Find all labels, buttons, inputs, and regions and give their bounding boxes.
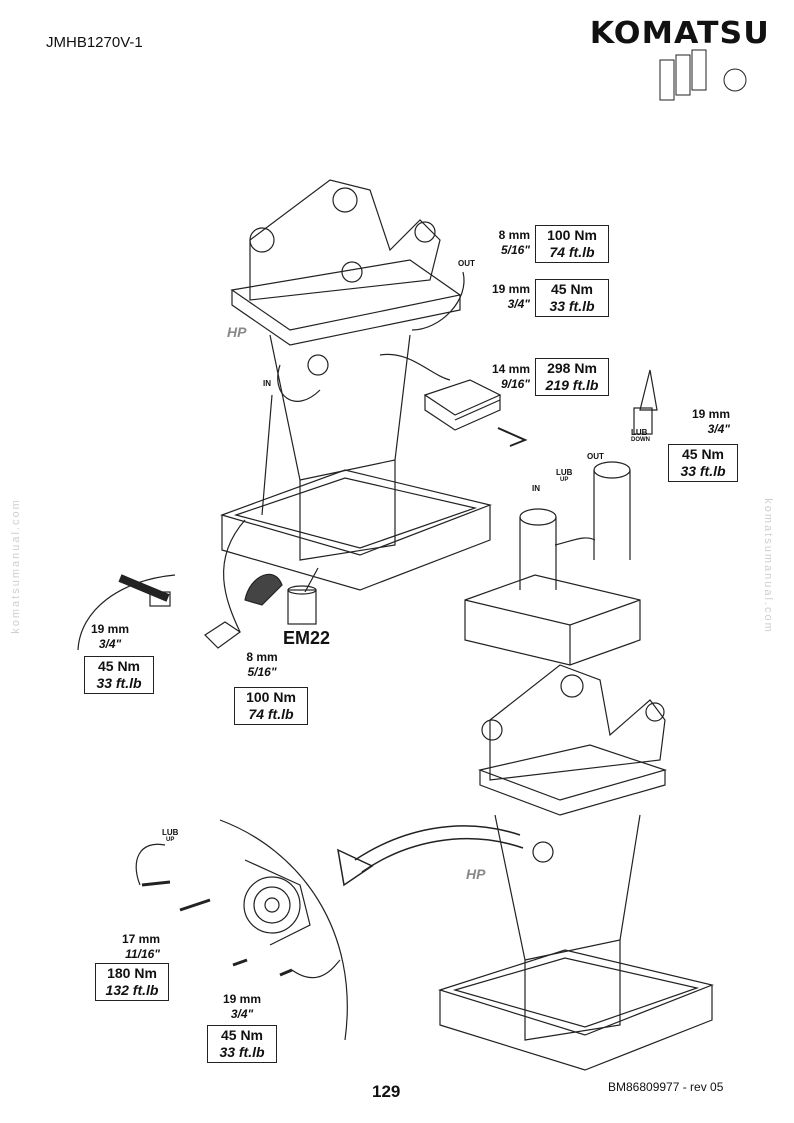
label-lub-down: LUB	[631, 428, 648, 437]
label-up-manifold: UP	[560, 477, 569, 483]
label-lub-lower: LUB	[162, 828, 179, 837]
document-reference: BM86809977 - rev 05	[608, 1080, 724, 1094]
valve-block-drawing	[379, 271, 528, 447]
curved-arrow	[337, 825, 524, 887]
label-em22: EM22	[283, 628, 331, 648]
label-hp-lower: HP	[466, 866, 486, 882]
upper-hammer-drawing	[220, 179, 493, 591]
logo-machine-icon	[659, 49, 747, 101]
lower-hammer-drawing	[438, 664, 714, 1071]
lubrication-detail-drawing	[135, 819, 348, 1041]
manifold-drawing	[464, 369, 658, 666]
label-in-upper: IN	[263, 379, 271, 388]
komatsu-logo: KOMATSU	[589, 16, 770, 51]
document-code: JMHB1270V-1	[46, 34, 143, 51]
label-lub-up-manifold: LUB	[556, 468, 573, 477]
label-hp-upper: HP	[227, 324, 247, 340]
label-up-lower: UP	[166, 837, 175, 843]
label-out-upper: OUT	[458, 259, 475, 268]
label-in-manifold: IN	[532, 484, 540, 493]
label-out-manifold: OUT	[587, 452, 604, 461]
label-down: DOWN	[631, 437, 650, 443]
page-number: 129	[372, 1082, 401, 1101]
fitting-detail-drawing	[77, 394, 319, 651]
